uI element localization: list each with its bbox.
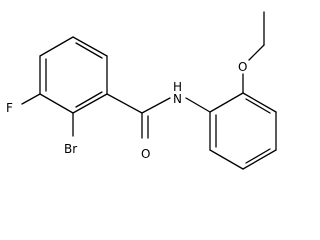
ethoxyphenyl-ring bbox=[209, 92, 277, 170]
chemical-structure-diagram: F Br O N H O bbox=[6, 11, 277, 170]
bond bbox=[209, 92, 244, 113]
bond-o-ch2 bbox=[248, 44, 265, 61]
bond bbox=[242, 149, 277, 170]
fluoro-bromo-ring bbox=[39, 36, 108, 114]
double-bond-inner bbox=[245, 148, 271, 164]
atom-label-nitrogen: N bbox=[173, 92, 182, 106]
bond-c-f bbox=[21, 93, 41, 105]
double-bond-inner bbox=[75, 42, 103, 59]
double-bond-inner bbox=[245, 98, 271, 114]
bond-n-ring bbox=[185, 97, 211, 113]
bond bbox=[39, 93, 74, 114]
atom-label-carbonyl-oxygen: O bbox=[141, 147, 150, 161]
bond bbox=[242, 92, 277, 113]
atom-label-fluorine: F bbox=[6, 101, 13, 115]
double-bond-inner bbox=[75, 91, 103, 108]
bond bbox=[72, 36, 108, 57]
bond-c-n bbox=[141, 97, 171, 114]
atom-label-hydrogen: H bbox=[173, 80, 182, 94]
bond-ring-carbonyl bbox=[106, 93, 143, 114]
bond bbox=[39, 36, 74, 57]
bond bbox=[72, 93, 108, 114]
atom-label-bromine: Br bbox=[64, 142, 77, 156]
atom-label-ether-oxygen: O bbox=[238, 60, 247, 74]
bond bbox=[209, 149, 244, 170]
